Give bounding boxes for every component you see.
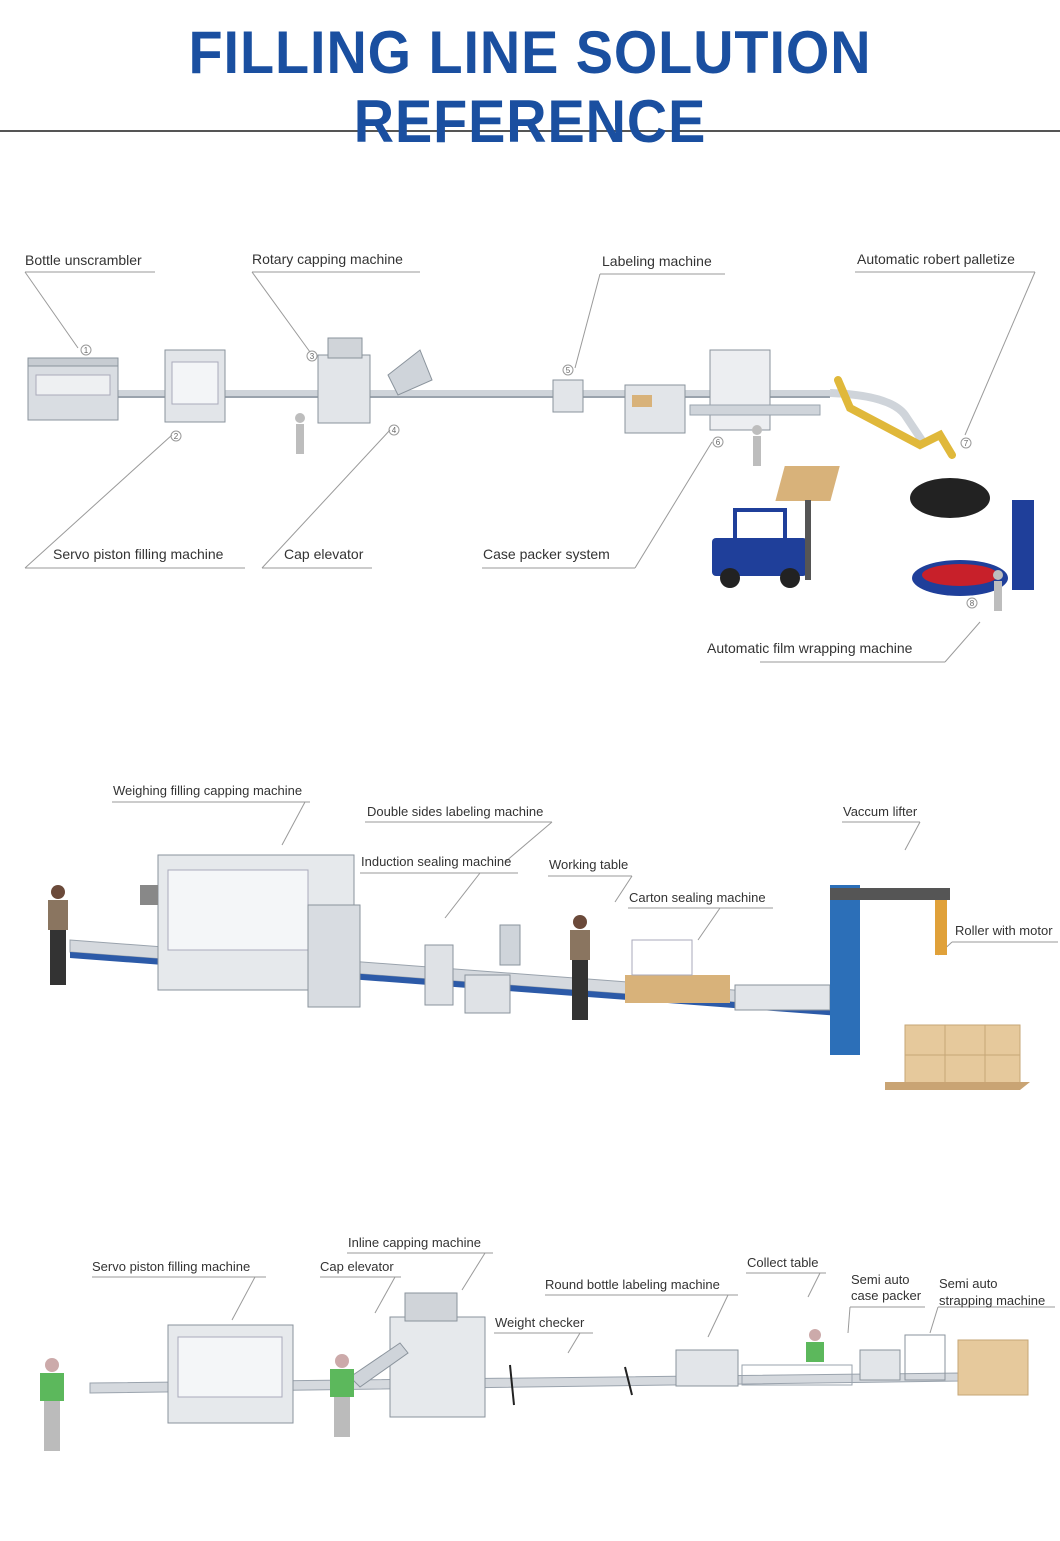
robot-arm-icon bbox=[775, 376, 990, 518]
label-working-table: Working table bbox=[549, 857, 629, 872]
carton-stack-icon bbox=[957, 1339, 1029, 1396]
label-cap-elevator-3: Cap elevator bbox=[320, 1259, 394, 1274]
label-vaccum-lifter: Vaccum lifter bbox=[843, 804, 918, 819]
label-labeling-machine: Labeling machine bbox=[602, 253, 712, 269]
svg-text:6: 6 bbox=[716, 438, 721, 447]
svg-text:2: 2 bbox=[174, 432, 179, 441]
svg-text:7: 7 bbox=[964, 439, 969, 448]
labeler-icon bbox=[552, 379, 584, 413]
panel-inline-line: Inline capping machine Servo piston fill… bbox=[0, 1225, 1060, 1465]
label-bottle-unscrambler: Bottle unscrambler bbox=[25, 252, 142, 268]
worker-icon bbox=[48, 885, 590, 1020]
collect-table-icon bbox=[741, 1364, 853, 1386]
worker-icon bbox=[40, 1329, 824, 1451]
label-weighing-filler: Weighing filling capping machine bbox=[113, 783, 303, 798]
carton-sealer-icon bbox=[625, 939, 831, 1011]
induction-sealer-icon bbox=[424, 944, 454, 1006]
svg-text:8: 8 bbox=[970, 599, 975, 608]
svg-text:4: 4 bbox=[392, 426, 397, 435]
label-cap-elevator: Cap elevator bbox=[284, 546, 364, 562]
label-rotary-capping: Rotary capping machine bbox=[252, 251, 403, 267]
case-packer-icon bbox=[859, 1349, 901, 1381]
labeler-icon bbox=[675, 1349, 739, 1387]
panel3-illustration bbox=[40, 1252, 1055, 1451]
label-carton-sealing: Carton sealing machine bbox=[629, 890, 766, 905]
piston-filler-icon bbox=[167, 1324, 294, 1424]
panel-weighing-line: Weighing filling capping machine Double … bbox=[0, 770, 1060, 1100]
label-induction-sealing: Induction sealing machine bbox=[361, 854, 512, 869]
carton-stack-icon bbox=[904, 1024, 1021, 1084]
panel1-illustration: 1 2 3 4 5 6 7 8 bbox=[24, 271, 1036, 663]
svg-text:1: 1 bbox=[84, 346, 89, 355]
label-film-wrapping: Automatic film wrapping machine bbox=[707, 640, 913, 656]
label-servo-piston: Servo piston filling machine bbox=[53, 546, 224, 562]
inline-capper-icon bbox=[349, 1292, 486, 1418]
label-weight-checker: Weight checker bbox=[495, 1315, 585, 1330]
label-collect-table: Collect table bbox=[747, 1255, 819, 1270]
label-round-bottle: Round bottle labeling machine bbox=[545, 1277, 720, 1292]
panel-bottle-line: 1 2 3 4 5 6 7 8 bbox=[0, 230, 1060, 680]
svg-text:5: 5 bbox=[566, 366, 571, 375]
rotary-capper-icon bbox=[317, 337, 433, 424]
strapping-machine-icon bbox=[904, 1334, 946, 1381]
bottle-unscrambler-icon bbox=[27, 357, 119, 421]
weighing-filler-icon bbox=[140, 854, 361, 1008]
page-header: FILLING LINE SOLUTION REFERENCE bbox=[0, 0, 1060, 155]
worker-icon bbox=[295, 413, 1003, 611]
page-title: FILLING LINE SOLUTION REFERENCE bbox=[188, 19, 872, 155]
label-case-packer: Case packer system bbox=[483, 546, 610, 562]
label-servo-piston-3: Servo piston filling machine bbox=[92, 1259, 251, 1274]
forklift-icon bbox=[712, 500, 811, 588]
label-semi-case-1: Semi auto bbox=[851, 1272, 910, 1287]
label-roller-motor: Roller with motor bbox=[955, 923, 1053, 938]
film-wrapper-icon bbox=[912, 500, 1034, 596]
panel2-illustration bbox=[48, 801, 1058, 1090]
label-semi-strap-1: Semi auto bbox=[939, 1276, 998, 1291]
label-inline-capping: Inline capping machine bbox=[348, 1235, 481, 1250]
labeler-icon bbox=[464, 974, 511, 1014]
label-palletize: Automatic robert palletize bbox=[857, 251, 1015, 267]
case-packer-icon bbox=[624, 349, 821, 434]
label-semi-strap-2: strapping machine bbox=[939, 1293, 1046, 1308]
svg-text:3: 3 bbox=[310, 352, 315, 361]
vacuum-lifter-icon bbox=[830, 885, 950, 1055]
piston-filler-icon bbox=[164, 349, 226, 423]
label-semi-case-2: case packer bbox=[851, 1288, 922, 1303]
label-double-sides: Double sides labeling machine bbox=[367, 804, 544, 819]
